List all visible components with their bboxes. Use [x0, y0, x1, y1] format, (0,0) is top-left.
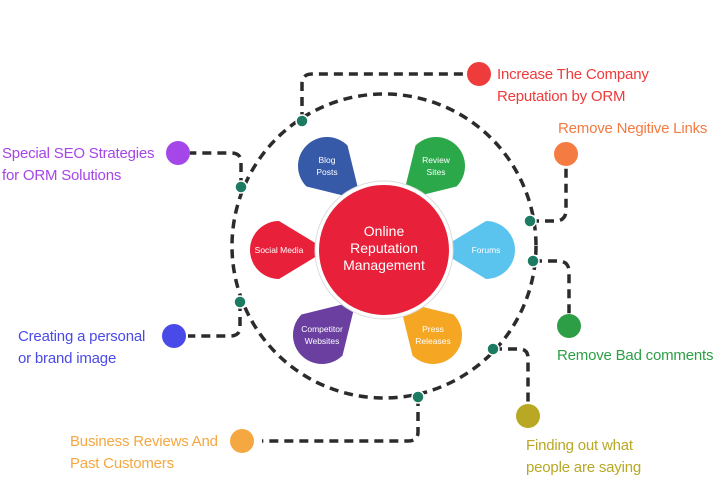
ring-connector-dot: [411, 390, 425, 404]
label-line: people are saying: [526, 459, 642, 476]
bullet-remove-negative-links: [554, 142, 578, 166]
label-line: for ORM Solutions: [2, 167, 122, 184]
connector-remove-negative-links: [530, 164, 568, 223]
outer-dashed-ring: [230, 92, 538, 400]
petal-label-social-media: Social Media: [255, 245, 304, 255]
connector-finding-out: [493, 347, 530, 404]
bullet-increase-reputation: [467, 62, 491, 86]
bullet-personal-brand-image: [162, 324, 186, 348]
petal-social-media: [250, 221, 327, 279]
bullet-finding-out: [516, 404, 540, 428]
petal-competitor-websites: [292, 301, 356, 365]
label-line: Remove Negitive Links: [558, 120, 708, 137]
ring-connector-dot: [295, 114, 309, 128]
connector-increase-reputation: [300, 72, 468, 121]
center-circle-shadow-ring: [314, 180, 454, 320]
petal-label-forums: Forums: [472, 245, 501, 255]
label-personal-brand-image: Creating a personal or brand image: [18, 326, 145, 370]
label-increase-reputation: Increase The Company Reputation by ORM: [497, 64, 649, 108]
connector-personal-brand-image: [188, 302, 242, 338]
petal-forums: [438, 221, 515, 279]
ring-connector-dot: [233, 295, 247, 309]
label-line: or brand image: [18, 350, 117, 367]
connector-seo-strategies: [190, 151, 243, 187]
connector-business-reviews: [262, 397, 420, 443]
bullet-business-reviews: [230, 429, 254, 453]
bullet-remove-bad-comments: [557, 314, 581, 338]
ring-connector-dot: [234, 180, 248, 194]
label-seo-strategies: Special SEO Strategies for ORM Solutions: [2, 143, 155, 187]
label-line: Remove Bad comments: [557, 347, 714, 364]
label-line: Past Customers: [70, 455, 174, 472]
label-line: Increase The Company: [497, 66, 649, 83]
label-line: Creating a personal: [18, 328, 146, 345]
label-line: Finding out what: [526, 437, 633, 454]
label-finding-out: Finding out what people are saying: [526, 435, 641, 479]
center-circle: [315, 181, 453, 319]
ring-connector-dot: [523, 214, 537, 228]
petal-press-releases: [399, 301, 463, 365]
label-remove-bad-comments: Remove Bad comments: [557, 345, 713, 367]
bullet-seo-strategies: [166, 141, 190, 165]
petal-blog-posts: [298, 137, 361, 200]
label-remove-negative-links: Remove Negitive Links: [558, 118, 707, 140]
label-line: Business Reviews And: [70, 433, 218, 450]
ring-connector-dot: [486, 342, 500, 356]
label-line: Special SEO Strategies: [2, 145, 155, 162]
ring-connector-dot: [526, 254, 540, 268]
petal-review-sites: [402, 137, 465, 200]
label-business-reviews: Business Reviews And Past Customers: [70, 431, 218, 475]
label-line: Reputation by ORM: [497, 88, 626, 105]
connector-remove-bad-comments: [533, 259, 571, 314]
